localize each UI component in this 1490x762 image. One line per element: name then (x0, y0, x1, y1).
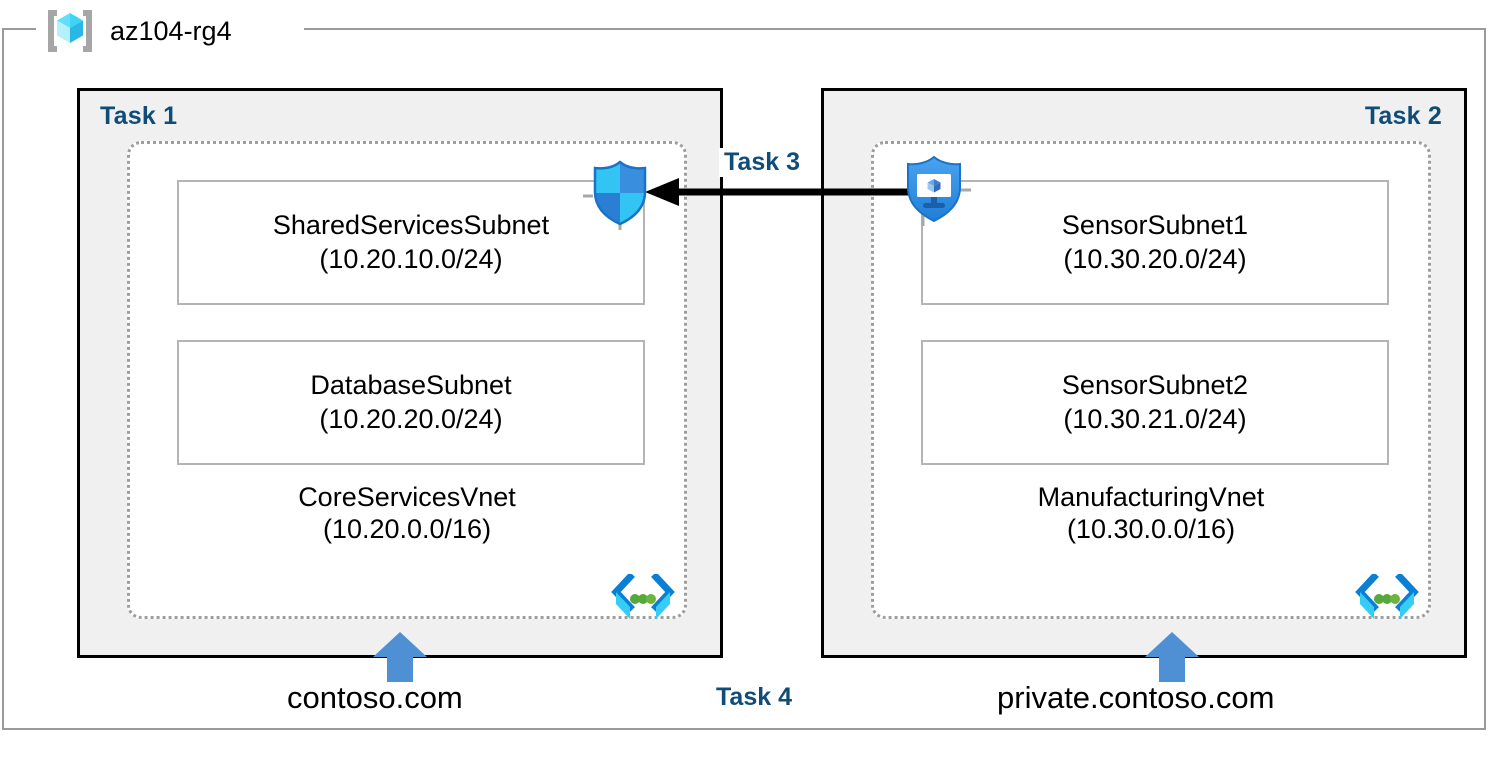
virtual-network-icon (1354, 572, 1420, 624)
task-1-container: Task 1 SharedServicesSubnet (10.20.10.0/… (77, 88, 723, 658)
task-2-label: Task 2 (1364, 102, 1442, 130)
task-3-label: Task 3 (719, 148, 805, 177)
dns-zone-contoso-label: contoso.com (287, 680, 463, 715)
task3-connection-arrow (643, 172, 909, 212)
vnet-manufacturingvnet: SensorSubnet1 (10.30.20.0/24) SensorSubn… (871, 141, 1431, 619)
subnet-name: SharedServicesSubnet (272, 209, 550, 240)
resource-group-cube-icon (44, 7, 96, 55)
subnet-name: SensorSubnet1 (1061, 209, 1249, 240)
virtual-network-icon (610, 572, 676, 624)
subnet-name: DatabaseSubnet (310, 369, 512, 400)
virtual-machine-shield-icon (897, 152, 971, 226)
vnet-name: CoreServicesVnet (298, 482, 516, 512)
vnet-cidr: (10.20.0.0/16) (322, 513, 492, 544)
dns-zone-private-contoso-label: private.contoso.com (997, 680, 1275, 715)
vnet-caption: ManufacturingVnet (10.30.0.0/16) (874, 482, 1428, 546)
subnet-cidr: (10.20.20.0/24) (319, 403, 503, 434)
subnet-sensorsubnet1: SensorSubnet1 (10.30.20.0/24) (921, 180, 1389, 305)
subnet-cidr: (10.30.20.0/24) (1063, 243, 1247, 274)
subnet-sensorsubnet2: SensorSubnet2 (10.30.21.0/24) (921, 340, 1389, 465)
dns-link-arrow-contoso (373, 632, 427, 682)
subnet-name: SensorSubnet2 (1061, 369, 1249, 400)
vnet-name: ManufacturingVnet (1037, 482, 1265, 512)
subnet-sharedservicessubnet: SharedServicesSubnet (10.20.10.0/24) (177, 180, 645, 305)
task-4-label: Task 4 (716, 683, 792, 711)
task-1-label: Task 1 (100, 102, 178, 130)
network-security-group-shield-icon (583, 156, 657, 230)
vnet-caption: CoreServicesVnet (10.20.0.0/16) (130, 482, 684, 546)
dns-link-arrow-private-contoso (1145, 632, 1199, 682)
resource-group-header: az104-rg4 (44, 8, 232, 54)
resource-group-name: az104-rg4 (110, 15, 232, 46)
subnet-cidr: (10.30.21.0/24) (1063, 403, 1247, 434)
resource-group-frame (2, 28, 1486, 730)
vnet-cidr: (10.30.0.0/16) (1066, 513, 1236, 544)
subnet-cidr: (10.20.10.0/24) (319, 243, 503, 274)
task-2-container: Task 2 SensorSubnet1 (10.30.20.0/24) Sen… (821, 88, 1467, 658)
subnet-databasesubnet: DatabaseSubnet (10.20.20.0/24) (177, 340, 645, 465)
